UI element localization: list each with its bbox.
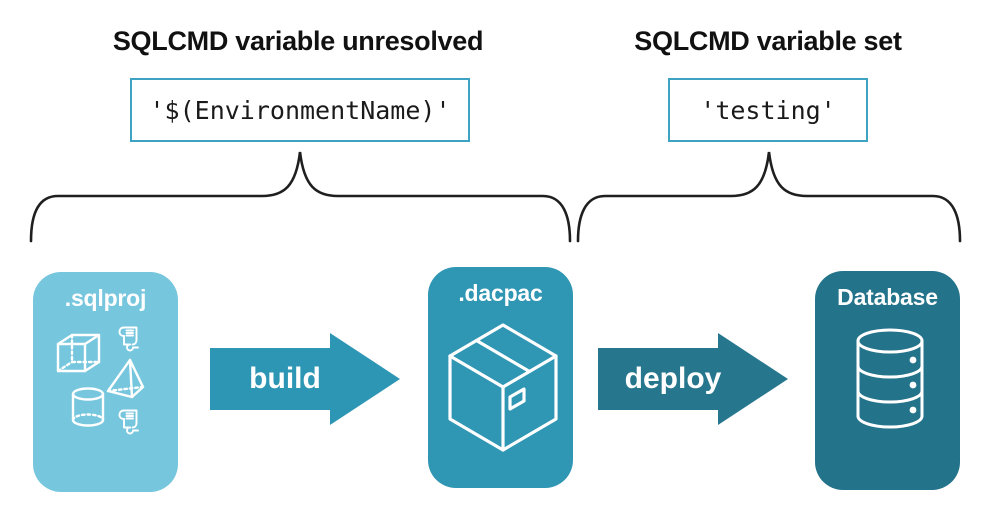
arrow-right-icon — [598, 333, 788, 425]
package-icon — [448, 323, 558, 452]
scroll-icon — [118, 409, 139, 435]
node-dacpac-label: .dacpac — [458, 280, 543, 306]
node-sqlproj: .sqlproj — [33, 272, 178, 492]
arrow-right-icon — [210, 333, 400, 425]
left-brace — [29, 151, 572, 243]
cube-icon — [56, 333, 101, 373]
node-database-label: Database — [837, 284, 938, 310]
pyramid-icon — [106, 358, 145, 399]
right-brace — [576, 151, 962, 243]
sql-objects-icon — [56, 326, 145, 435]
sqlcmd-variable-unresolved-value: '$(EnvironmentName)' — [130, 78, 470, 142]
database-icon — [856, 328, 924, 429]
deploy-arrow: deploy — [598, 333, 788, 425]
heading-sqlcmd-unresolved: SQLCMD variable unresolved — [112, 26, 484, 56]
node-dacpac: .dacpac — [428, 267, 573, 488]
build-arrow: build — [210, 333, 400, 425]
deploy-arrow-label: deploy — [624, 362, 722, 395]
scroll-icon — [118, 326, 139, 352]
node-sqlproj-label: .sqlproj — [64, 285, 147, 311]
build-arrow-label: build — [249, 362, 321, 395]
sqlcmd-variable-set-value: 'testing' — [668, 78, 868, 142]
heading-sqlcmd-set: SQLCMD variable set — [634, 26, 902, 56]
node-database: Database — [815, 271, 960, 490]
cylinder-icon — [71, 387, 105, 427]
